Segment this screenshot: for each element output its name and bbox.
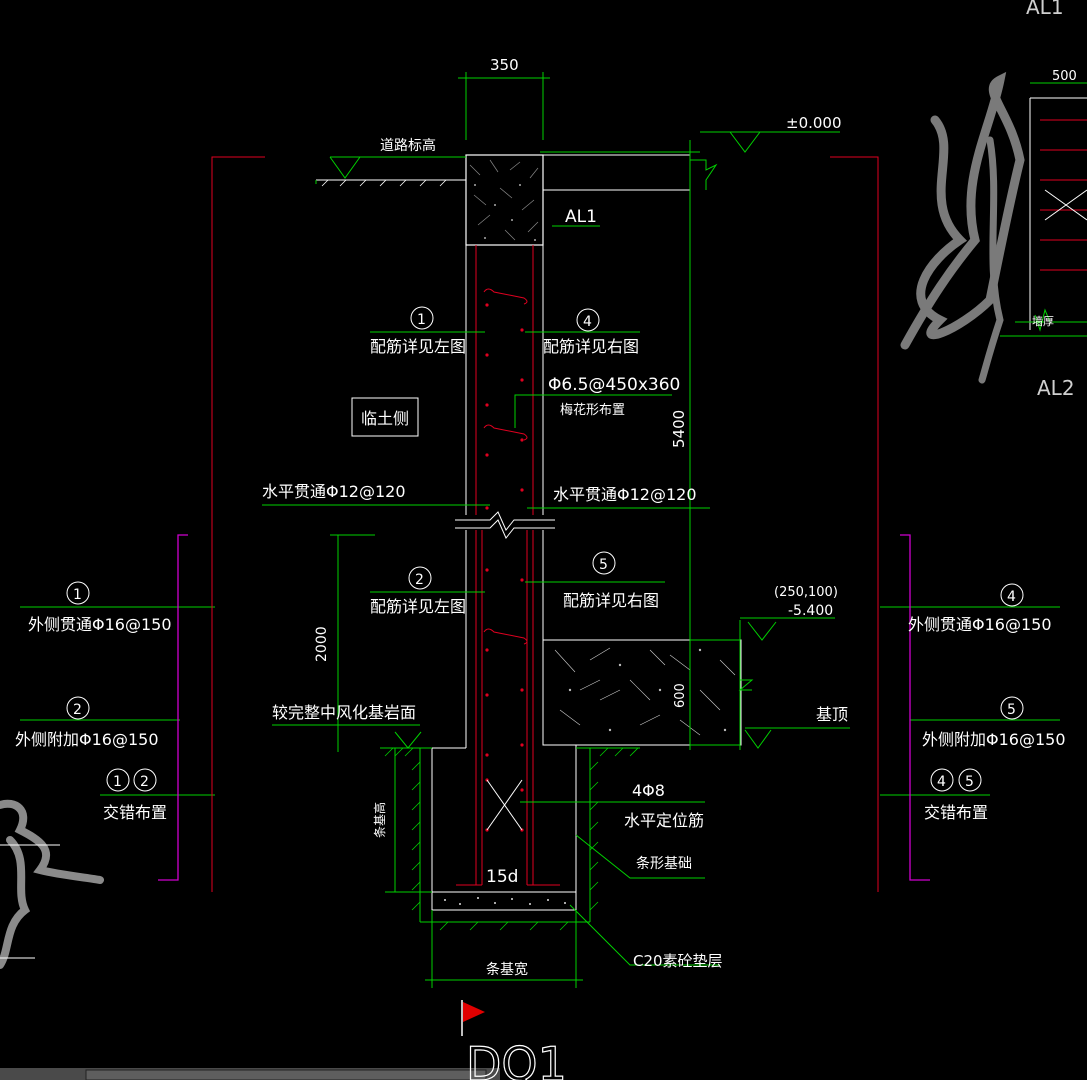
horiz-bars-left: 水平贯通Φ12@120: [262, 482, 406, 501]
al1-label: AL1: [565, 207, 597, 227]
left-callout-2: 2: [73, 702, 82, 718]
drawing-title: DQ1: [466, 1037, 567, 1080]
wall-outline: [316, 154, 742, 911]
elevation-bottom: -5.400: [788, 603, 833, 619]
cushion-hatch: [444, 897, 566, 905]
anchor-length: 15d: [486, 867, 518, 887]
stagger-right: 交错布置: [924, 803, 988, 822]
left-callout-12a: 1: [113, 774, 122, 790]
wall-thick-note: 墙厚: [1032, 314, 1054, 328]
left-callout-12b: 2: [140, 774, 149, 790]
callout-1: 1: [417, 312, 426, 328]
detail-right-4: 配筋详见右图: [543, 337, 639, 356]
brackets: [158, 156, 930, 892]
strip-width-label: 条基宽: [486, 961, 528, 978]
dim-600: 600: [673, 683, 688, 708]
leader-lines: [20, 72, 1087, 988]
soil-side-label: 临土侧: [361, 409, 409, 428]
callout-4: 4: [583, 314, 592, 330]
dim-500: 500: [1052, 69, 1077, 84]
callout-2: 2: [415, 572, 424, 588]
crown-beam: [465, 154, 544, 246]
outer-through-right: 外侧贯通Φ16@150: [908, 615, 1052, 634]
fix-bars: 4Φ8: [632, 781, 665, 800]
soil-side-box: [351, 397, 419, 437]
horiz-bars-right: 水平贯通Φ12@120: [553, 485, 697, 504]
base-block-hatch: [554, 647, 736, 736]
cushion-label: C20素砼垫层: [633, 952, 723, 970]
stagger-left: 交错布置: [103, 803, 167, 822]
rock-surface-label: 较完整中风化基岩面: [272, 703, 416, 722]
callout-5: 5: [599, 557, 608, 573]
pit-top-label: 基顶: [816, 705, 848, 724]
left-callout-1: 1: [73, 587, 82, 603]
detail-right-5: 配筋详见右图: [563, 591, 659, 610]
right-callout-45a: 4: [937, 774, 946, 790]
dim-2000: 2000: [314, 626, 330, 662]
al1-corner-label: AL1: [1026, 0, 1064, 19]
tie-cross: [486, 779, 523, 831]
right-callout-4: 4: [1007, 589, 1016, 605]
dim-5400: 5400: [670, 410, 688, 448]
tie-note: 梅花形布置: [560, 402, 625, 418]
outer-through-left: 外侧贯通Φ16@150: [28, 615, 172, 634]
callout-circles: [66, 306, 1024, 792]
fix-bars-note: 水平定位筋: [624, 811, 704, 830]
elevation-bottom-coord: (250,100): [774, 585, 838, 600]
right-callout-45b: 5: [965, 774, 974, 790]
road-elevation-label: 道路标高: [380, 137, 436, 154]
left-detail-fragment: [0, 799, 104, 969]
detail-left-2: 配筋详见左图: [370, 597, 466, 616]
rebar: [456, 245, 560, 886]
flag-icon: [461, 1000, 485, 1036]
outer-add-right: 外侧附加Φ16@150: [922, 730, 1066, 749]
elevation-top: ±0.000: [786, 114, 842, 132]
bottom-scrollbar[interactable]: [0, 1068, 500, 1080]
right-callout-5: 5: [1007, 702, 1016, 718]
detail-left-1: 配筋详见左图: [370, 337, 466, 356]
tie-spec: Φ6.5@450x360: [548, 375, 680, 395]
strip-foundation-label: 条形基础: [636, 855, 692, 872]
soil-hatch: [315, 179, 640, 931]
corner-detail-fragment: [900, 71, 1087, 384]
dim-top: 350: [490, 56, 519, 74]
al2-label: AL2: [1037, 376, 1075, 400]
strip-height-label: 条基高: [372, 802, 387, 838]
outer-add-left: 外侧附加Φ16@150: [15, 730, 159, 749]
rebar-dots: [485, 303, 524, 832]
